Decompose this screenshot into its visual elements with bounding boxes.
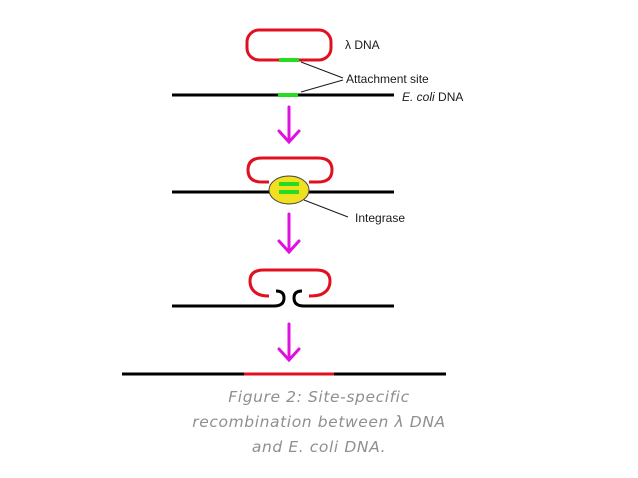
ecoli-dna-label: E. coli DNA bbox=[402, 90, 463, 104]
caption-line-3: and E. coli DNA. bbox=[251, 438, 387, 456]
caption-line-2: recombination between λ DNA bbox=[192, 413, 446, 431]
integrase-pointer bbox=[303, 199, 349, 218]
lambda-loop-crossover bbox=[248, 268, 332, 298]
attachment-site-label: Attachment site bbox=[346, 72, 429, 86]
ecoli-strand-left-crossover bbox=[172, 289, 286, 308]
integrase-label: Integrase bbox=[355, 211, 405, 225]
ecoli-strand-right-crossover bbox=[292, 289, 394, 308]
arrow-step-3 bbox=[277, 322, 301, 363]
caption-line-1: Figure 2: Site-specific bbox=[228, 388, 410, 406]
ecoli-suffix-part: DNA bbox=[435, 90, 464, 104]
lambda-loop-aligned bbox=[246, 156, 334, 184]
arrow-step-1 bbox=[277, 105, 301, 145]
arrow-step-2 bbox=[277, 212, 301, 255]
ecoli-italic-part: E. coli bbox=[402, 90, 435, 104]
lambda-dna-label: λ DNA bbox=[345, 38, 380, 52]
attachment-pointer-lower bbox=[300, 79, 344, 93]
lambda-dna-loop bbox=[245, 28, 333, 62]
attachment-pointer-upper bbox=[300, 61, 344, 79]
